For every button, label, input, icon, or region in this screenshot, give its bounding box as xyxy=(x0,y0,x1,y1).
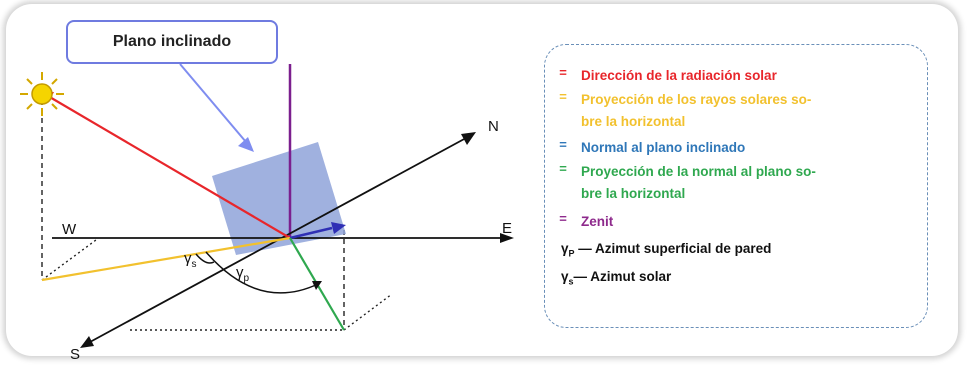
legend-item-solar-ray: = Dirección de la radiación solar xyxy=(545,65,901,87)
legend-item-normal-projection: = Proyección de la normal al plano so-br… xyxy=(545,161,901,205)
legend-marker: = xyxy=(559,89,567,104)
plane-normal-arrowhead xyxy=(331,222,346,234)
east-label: E xyxy=(502,220,513,237)
gamma-p-arc xyxy=(205,251,319,294)
callout-pointer xyxy=(179,63,247,143)
legend-text: Normal al plano inclinado xyxy=(581,140,746,155)
legend-marker: = xyxy=(559,211,567,226)
north-label: N xyxy=(488,118,499,135)
callout-pointer-arrowhead xyxy=(238,137,254,152)
legend-gamma-s: γs— Azimut solar xyxy=(561,269,672,287)
legend-text: Proyección de la normal al plano so-bre … xyxy=(581,164,816,201)
legend-item-solar-projection: = Proyección de los rayos solares so-bre… xyxy=(545,89,901,133)
sun-icon xyxy=(20,72,64,116)
east-dotted-guide xyxy=(343,293,393,331)
inclined-plane-callout: Plano inclinado xyxy=(66,20,278,64)
legend-text: Zenit xyxy=(581,214,614,229)
legend-marker: = xyxy=(559,65,567,80)
legend: = Dirección de la radiación solar = Proy… xyxy=(544,44,928,328)
solar-projection-line xyxy=(41,236,291,282)
gamma-s-arc xyxy=(195,253,215,264)
east-arrowhead xyxy=(500,233,514,243)
legend-item-normal: = Normal al plano inclinado xyxy=(545,137,901,159)
plane-normal-line xyxy=(289,226,333,240)
solar-ray-line xyxy=(47,95,291,239)
dashed-guides xyxy=(41,100,393,331)
legend-gamma-p: γP — Azimut superficial de pared xyxy=(561,241,772,259)
west-dotted-guide xyxy=(41,239,97,281)
legend-text: Proyección de los rayos solares so-bre l… xyxy=(581,92,812,129)
legend-text: Dirección de la radiación solar xyxy=(581,68,777,83)
gamma-p-arc-arrowhead xyxy=(312,281,322,290)
north-arrowhead xyxy=(461,132,476,145)
gamma-s-label: γs xyxy=(184,250,197,270)
legend-marker: = xyxy=(559,137,567,152)
gamma-p-label: γp xyxy=(236,264,250,284)
south-arrowhead xyxy=(80,336,94,348)
west-label: W xyxy=(62,221,77,238)
legend-item-zenith: = Zenit xyxy=(545,211,901,233)
south-label: S xyxy=(70,346,81,363)
legend-marker: = xyxy=(559,161,567,176)
inclined-plane xyxy=(212,142,346,255)
